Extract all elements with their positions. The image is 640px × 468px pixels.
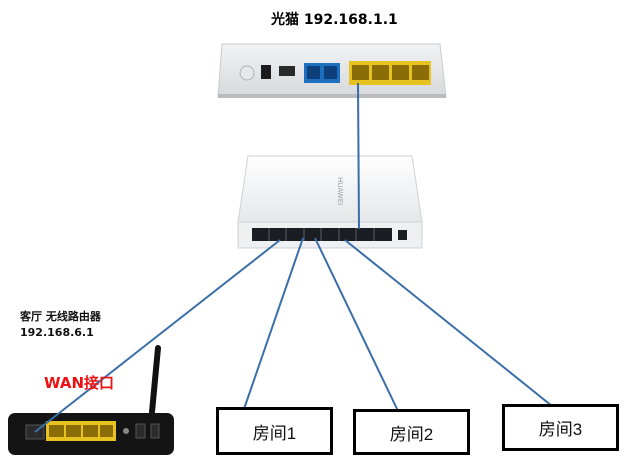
switch-power-socket-icon	[398, 230, 407, 240]
antenna-icon	[149, 345, 161, 415]
optical-modem	[217, 43, 447, 98]
cable-switch-router	[34, 239, 281, 433]
wireless-router	[8, 345, 174, 455]
wan-label: WAN接口	[44, 374, 115, 392]
phone-ports	[304, 63, 340, 83]
switch-ports	[252, 228, 392, 241]
router-label-ip: 192.168.6.1	[20, 326, 94, 339]
cable-switch-room3	[344, 239, 553, 407]
cable-switch-room2	[314, 237, 399, 412]
room-3-label: 房间3	[538, 420, 583, 439]
modem-lan-ports	[349, 61, 431, 85]
room-3-box: 房间3	[502, 404, 619, 451]
router-label: 客厅 无线路由器 192.168.6.1	[20, 309, 101, 341]
usb-port-icon	[279, 66, 295, 76]
room-2-label: 房间2	[389, 424, 434, 444]
power-socket-icon	[261, 65, 271, 79]
cables	[34, 82, 553, 433]
room-1-label: 房间1	[252, 423, 297, 443]
cable-switch-room1	[243, 237, 304, 410]
cable-modem-switch	[357, 82, 360, 230]
power-button-icon	[239, 65, 255, 81]
router-label-name: 客厅 无线路由器	[20, 310, 101, 323]
room-1-box: 房间1	[216, 407, 333, 455]
network-switch: HUAWEI	[237, 155, 423, 249]
modem-label: 光猫 192.168.1.1	[271, 12, 398, 28]
switch-brand: HUAWEI	[336, 177, 344, 205]
room-2-box: 房间2	[353, 409, 470, 455]
